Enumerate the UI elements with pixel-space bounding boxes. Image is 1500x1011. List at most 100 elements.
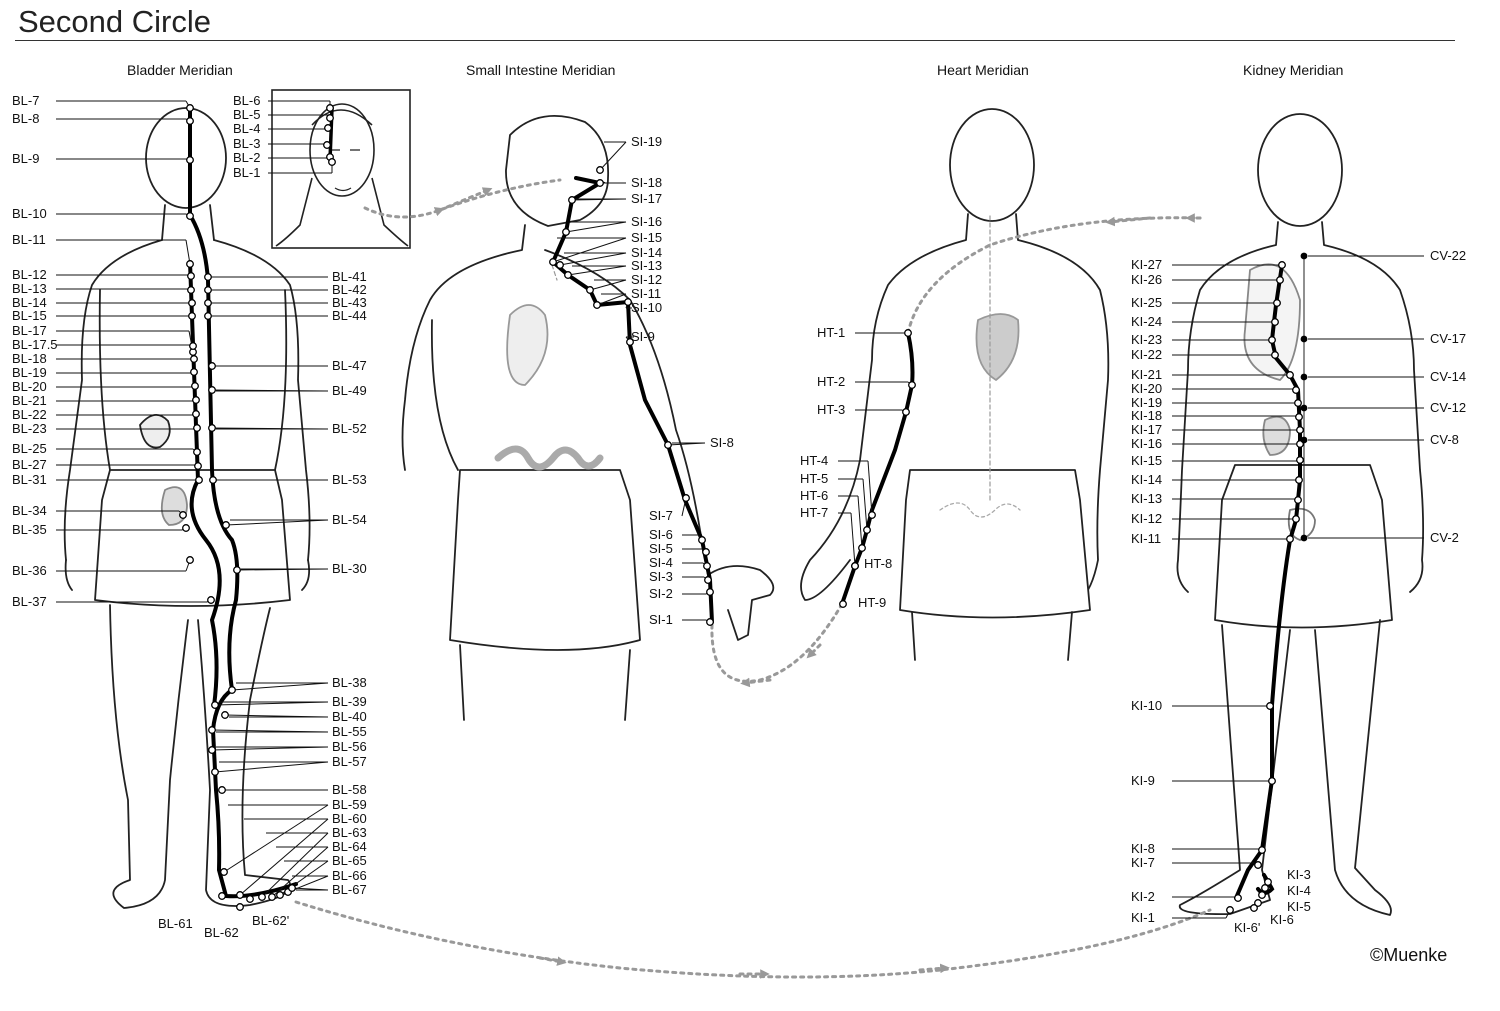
point-label-ki-6: KI-6: [1270, 912, 1294, 927]
acupoint-dot: [207, 596, 215, 604]
acupoint-dot: [258, 893, 266, 901]
leader-line: [214, 701, 329, 706]
acupoint-dot: [1292, 386, 1300, 394]
point-label-ki-25: KI-25: [1131, 295, 1162, 310]
point-label-bl-62: BL-62: [204, 925, 239, 940]
point-label-bl-35: BL-35: [12, 522, 47, 537]
point-label-bl-44: BL-44: [332, 308, 367, 323]
acupoints: [179, 104, 1308, 914]
point-label-bl-5: BL-5: [233, 107, 260, 122]
acupoint-dot: [1266, 702, 1274, 710]
acupoint-dot: [1296, 426, 1304, 434]
acupoint-dot: [626, 338, 634, 346]
point-label-ht-9: HT-9: [858, 595, 886, 610]
acupoint-dot: [323, 141, 331, 149]
acupoint-dot: [904, 329, 912, 337]
point-label-bl-49: BL-49: [332, 383, 367, 398]
acupoint-dot: [908, 381, 916, 389]
leader-line: [867, 460, 873, 516]
leader-line: [236, 568, 329, 571]
heart-figure: [800, 108, 1110, 661]
point-label-ki-6-: KI-6': [1234, 920, 1260, 935]
leader-line: [239, 818, 329, 896]
acupoint-dot: [236, 891, 244, 899]
point-label-bl-55: BL-55: [332, 724, 367, 739]
small-intestine-meridian-title: Small Intestine Meridian: [466, 62, 616, 78]
acupoint-dot: [288, 884, 296, 892]
acupoint-dot: [187, 272, 195, 280]
acupoint-dot: [186, 556, 194, 564]
point-label-bl-17: BL-17: [12, 323, 47, 338]
cv-dot: [1300, 436, 1308, 444]
small-intestine-figure: [401, 115, 775, 721]
acupoint-dot: [204, 286, 212, 294]
point-label-bl-53: BL-53: [332, 472, 367, 487]
point-label-ki-9: KI-9: [1131, 773, 1155, 788]
acupoint-dot: [326, 104, 334, 112]
point-label-bl-23: BL-23: [12, 421, 47, 436]
acupoint-dot: [328, 158, 336, 166]
acupoint-dot: [221, 711, 229, 719]
acupoint-dot: [195, 476, 203, 484]
acupoint-dot: [268, 893, 276, 901]
point-label-bl-66: BL-66: [332, 868, 367, 883]
point-label-ki-2: KI-2: [1131, 889, 1155, 904]
acupoint-dot: [1268, 336, 1276, 344]
acupoint-dot: [624, 298, 632, 306]
point-label-bl-39: BL-39: [332, 694, 367, 709]
point-label-si-6: SI-6: [649, 527, 673, 542]
acupoint-dot: [276, 891, 284, 899]
point-label-si-7: SI-7: [649, 508, 673, 523]
cv-dot: [1300, 404, 1308, 412]
point-label-si-8: SI-8: [710, 435, 734, 450]
point-label-bl-59: BL-59: [332, 797, 367, 812]
acupoint-dot: [211, 768, 219, 776]
heart-meridian-title: Heart Meridian: [937, 62, 1029, 78]
point-label-bl-9: BL-9: [12, 151, 39, 166]
point-label-si-17: SI-17: [631, 191, 662, 206]
leader-line: [223, 804, 329, 873]
acupoint-dot: [324, 124, 332, 132]
leader-line: [211, 729, 329, 733]
point-label-ki-5: KI-5: [1287, 899, 1311, 914]
leader-line: [571, 198, 627, 201]
point-label-bl-38: BL-38: [332, 675, 367, 690]
acupoint-dot: [1276, 276, 1284, 284]
acupoint-dot: [236, 903, 244, 911]
acupoint-dot: [186, 212, 194, 220]
point-label-bl-43: BL-43: [332, 295, 367, 310]
acupoint-dot: [1286, 371, 1294, 379]
acupoint-dot: [1296, 456, 1304, 464]
acupoint-dot: [193, 424, 201, 432]
point-label-bl-13: BL-13: [12, 281, 47, 296]
acupoint-dot: [220, 868, 228, 876]
point-label-bl-47: BL-47: [332, 358, 367, 373]
point-label-ki-19: KI-19: [1131, 395, 1162, 410]
point-label-bl-64: BL-64: [332, 839, 367, 854]
acupoint-dot: [192, 410, 200, 418]
leader-line: [231, 682, 329, 691]
acupoint-dot: [1261, 884, 1269, 892]
acupoint-dot: [1226, 906, 1234, 914]
point-label-si-11: SI-11: [631, 286, 661, 301]
point-label-bl-52: BL-52: [332, 421, 367, 436]
point-label-bl-30: BL-30: [332, 561, 367, 576]
point-label-si-19: SI-19: [631, 134, 662, 149]
acupoint-dot: [1295, 413, 1303, 421]
leader-line: [850, 512, 856, 567]
acupoint-dot: [664, 441, 672, 449]
acupoint-dot: [1286, 535, 1294, 543]
point-label-bl-15: BL-15: [12, 308, 47, 323]
point-label-ki-16: KI-16: [1131, 436, 1162, 451]
acupoint-dot: [186, 104, 194, 112]
acupoint-dot: [193, 448, 201, 456]
point-label-ki-24: KI-24: [1131, 314, 1162, 329]
acupoint-dot: [704, 576, 712, 584]
point-label-bl-67: BL-67: [332, 882, 367, 897]
acupoint-dot: [1294, 496, 1302, 504]
leader-line: [857, 495, 863, 549]
acupoint-dot: [1271, 351, 1279, 359]
point-label-bl-40: BL-40: [332, 709, 367, 724]
acupoint-dot: [1264, 878, 1272, 886]
